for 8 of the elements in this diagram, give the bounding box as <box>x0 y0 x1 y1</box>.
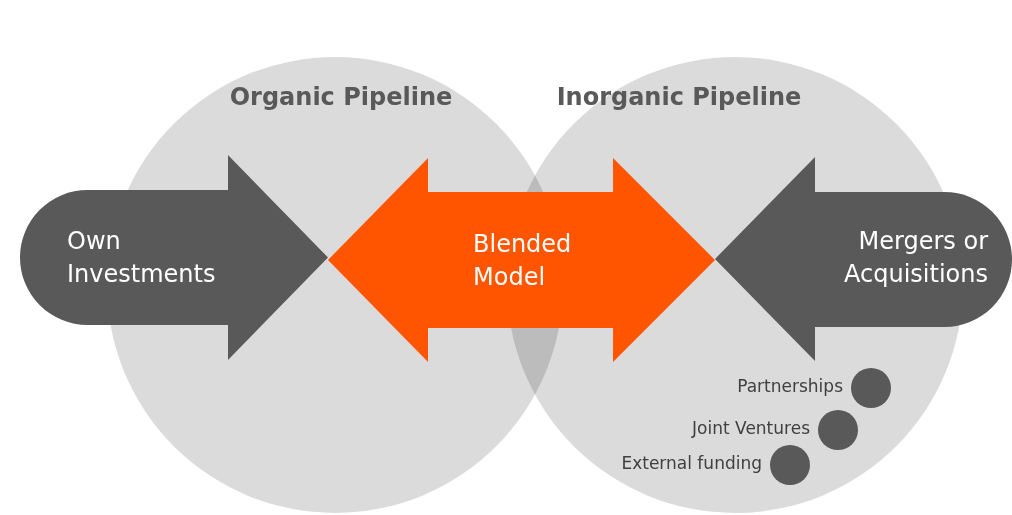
item-label: External funding <box>621 453 762 473</box>
arrow-label: Blended Model <box>473 229 572 293</box>
arrow-label: Mergers or Acquisitions <box>844 226 988 290</box>
item-label: Partnerships <box>737 376 843 396</box>
arrow-label: Own Investments <box>67 226 216 290</box>
circle-heading: Inorganic Pipeline <box>556 83 802 111</box>
item-label: Joint Ventures <box>692 418 810 438</box>
circle-heading: Organic Pipeline <box>229 83 453 111</box>
